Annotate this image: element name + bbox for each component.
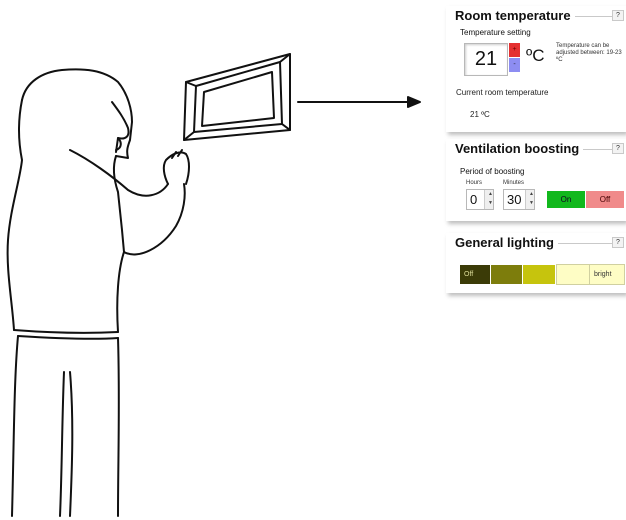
- room-temperature-panel: Room temperature ? Temperature setting 2…: [446, 6, 626, 132]
- current-temperature-label: Current room temperature: [456, 88, 548, 97]
- help-button[interactable]: ?: [612, 143, 624, 154]
- general-lighting-title: General lighting: [455, 235, 558, 250]
- minutes-label: Minutes: [503, 180, 524, 187]
- lighting-level-bright[interactable]: bright: [589, 264, 625, 285]
- lighting-level-off[interactable]: Off: [460, 265, 490, 284]
- room-temperature-title: Room temperature: [455, 8, 575, 23]
- boost-off-button[interactable]: Off: [586, 191, 624, 208]
- hours-stepper[interactable]: 0 ▲ ▼: [466, 189, 494, 210]
- hours-value: 0: [470, 192, 477, 207]
- temperature-range-note: Temperature can be adjusted between: 19-…: [556, 43, 626, 64]
- general-lighting-panel: General lighting ? Off bright: [446, 233, 626, 293]
- spin-up-icon[interactable]: ▲: [526, 190, 534, 199]
- current-temperature-value: 21 ºC: [470, 110, 490, 119]
- spin-up-icon[interactable]: ▲: [485, 190, 493, 199]
- ventilation-boosting-header: Ventilation boosting ?: [446, 139, 626, 159]
- spin-down-icon[interactable]: ▼: [526, 199, 534, 208]
- boost-on-button[interactable]: On: [547, 191, 585, 208]
- room-temperature-header: Room temperature ?: [446, 6, 626, 26]
- minutes-value: 30: [507, 192, 521, 207]
- person-sketch-icon: [8, 69, 189, 516]
- temperature-unit: ºC: [526, 46, 545, 66]
- minutes-stepper[interactable]: 30 ▲ ▼: [503, 189, 535, 210]
- ventilation-boosting-title: Ventilation boosting: [455, 141, 583, 156]
- help-button[interactable]: ?: [612, 10, 624, 21]
- help-button[interactable]: ?: [612, 237, 624, 248]
- period-of-boosting-label: Period of boosting: [460, 167, 525, 176]
- temperature-setting-field[interactable]: 21: [464, 43, 508, 76]
- minutes-stepper-arrows[interactable]: ▲ ▼: [525, 190, 534, 209]
- window-sketch-icon: [184, 54, 290, 140]
- lighting-level-3[interactable]: [523, 265, 555, 284]
- general-lighting-header: General lighting ?: [446, 233, 626, 253]
- temperature-setting-label: Temperature setting: [460, 28, 531, 37]
- hours-stepper-arrows[interactable]: ▲ ▼: [484, 190, 493, 209]
- lighting-level-4[interactable]: [556, 264, 590, 285]
- spin-down-icon[interactable]: ▼: [485, 199, 493, 208]
- arrow-right-icon: [298, 97, 420, 107]
- ventilation-boosting-panel: Ventilation boosting ? Period of boostin…: [446, 139, 626, 221]
- lighting-level-2[interactable]: [491, 265, 522, 284]
- increase-temperature-button[interactable]: +: [509, 43, 520, 57]
- decrease-temperature-button[interactable]: -: [509, 58, 520, 72]
- hours-label: Hours: [466, 180, 482, 187]
